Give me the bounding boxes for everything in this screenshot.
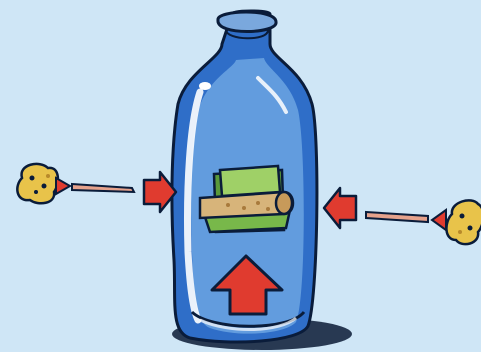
scroll-dot	[242, 206, 246, 210]
sponge-pore	[34, 190, 38, 194]
scroll-dot	[266, 207, 270, 211]
bottle-lip	[218, 12, 276, 32]
scroll-roll-end	[276, 192, 292, 214]
bottle-highlight-top	[199, 82, 211, 90]
scroll	[200, 166, 293, 232]
sponge-pore	[30, 176, 35, 181]
sponge-pore	[458, 230, 462, 234]
left-sponge	[17, 164, 58, 203]
left-sponge-shape	[17, 164, 58, 203]
sponge-pore	[42, 184, 47, 189]
scroll-dot	[226, 203, 230, 207]
sponge-pore	[468, 226, 473, 231]
sponge-pore	[46, 174, 50, 178]
scroll-paper-front	[220, 166, 280, 196]
sponge-pore	[460, 214, 465, 219]
scroll-dot	[256, 201, 260, 205]
